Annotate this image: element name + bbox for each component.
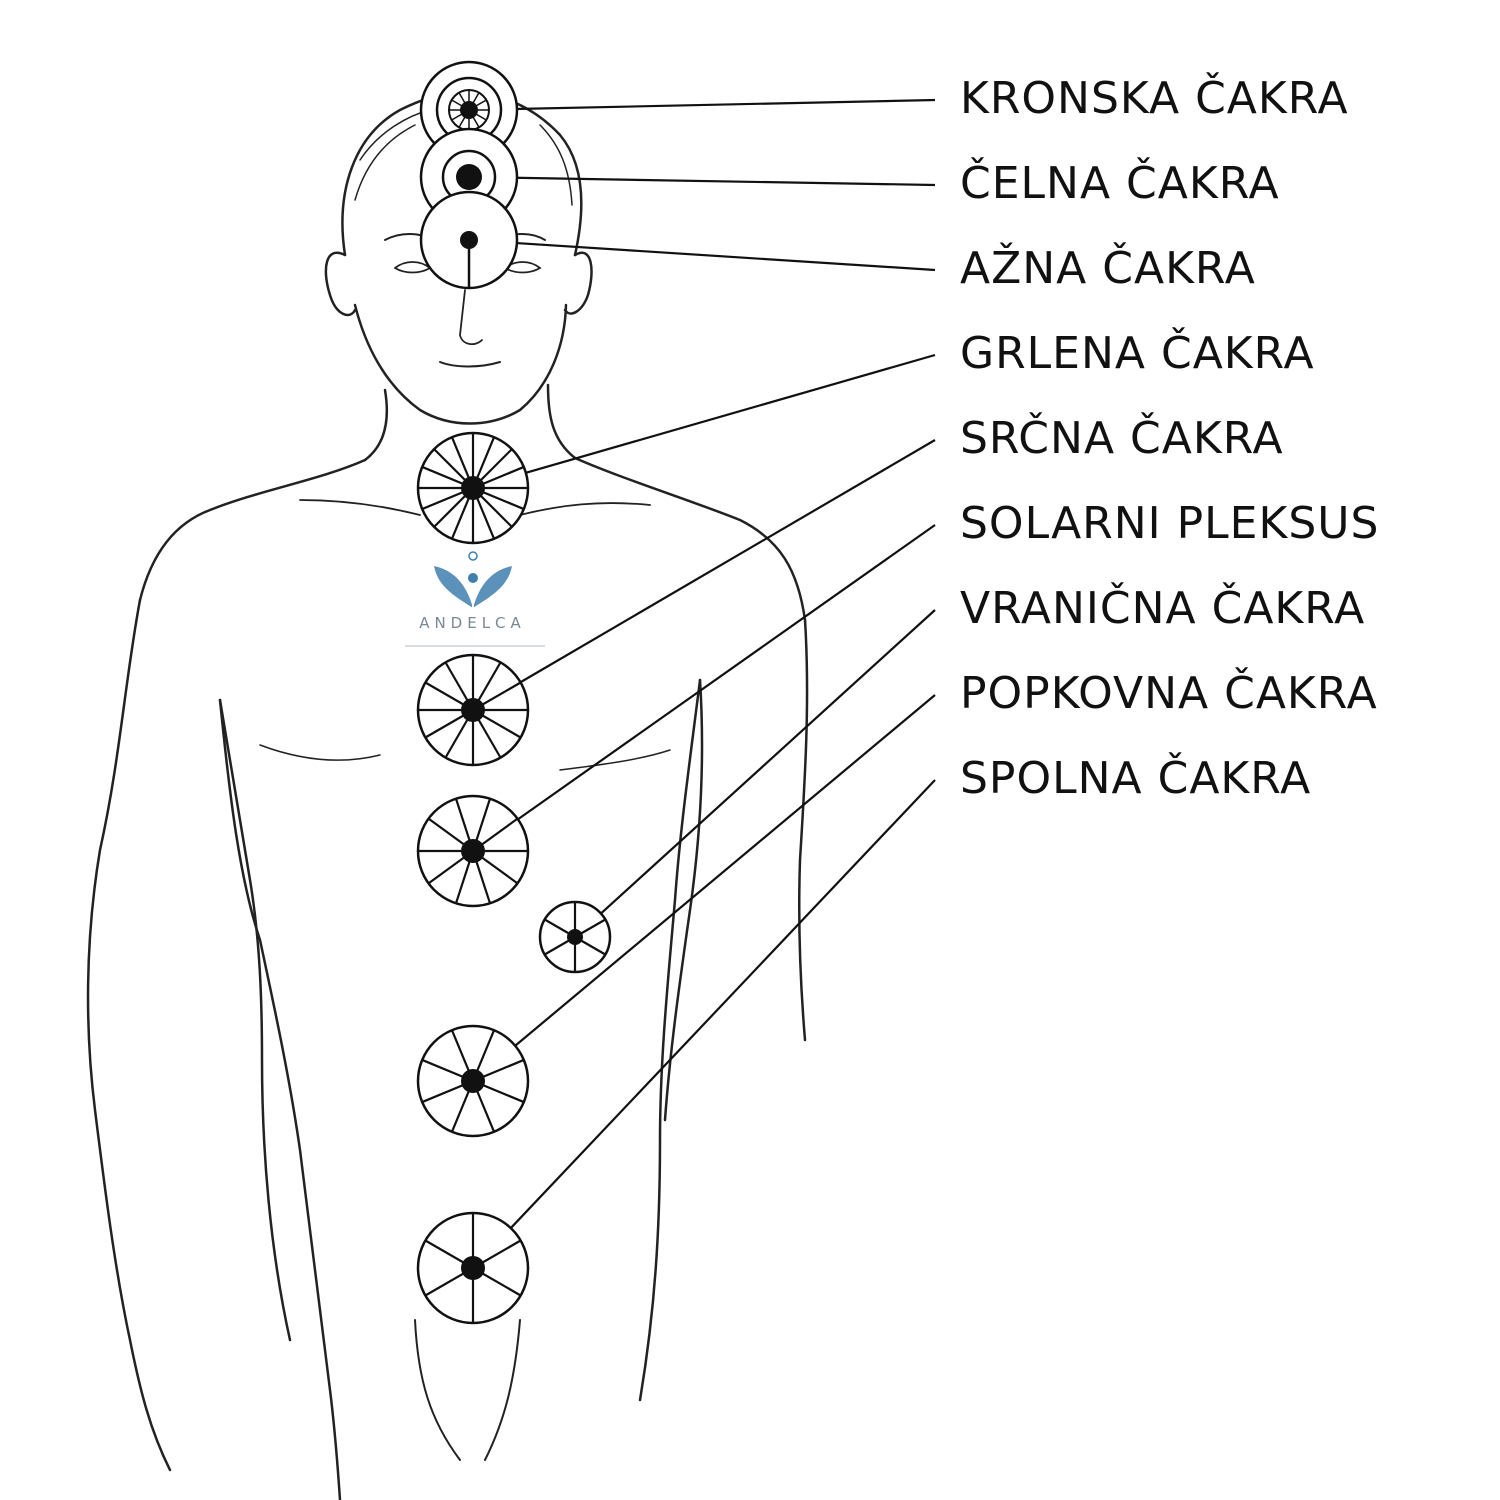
- shoulder-right: [573, 456, 807, 622]
- arm-right-outer: [797, 618, 809, 1042]
- leader-line-4: [522, 353, 936, 475]
- pectoral-left: [259, 744, 381, 761]
- kronska-chakra-symbol-ray-11: [472, 92, 480, 104]
- kronska-chakra-symbol-ray-3: [472, 116, 480, 128]
- leader-line-3: [514, 241, 936, 272]
- logo-text: ANDELCA: [419, 614, 526, 632]
- srcna-chakra-symbol-center: [461, 698, 485, 722]
- ear-left: [324, 251, 357, 317]
- torso-right: [638, 678, 702, 1402]
- vranicna-chakra-symbol-center: [567, 929, 583, 945]
- kronska-chakra-symbol-ray-9: [458, 92, 466, 104]
- leader-line-5: [517, 439, 936, 685]
- neck-left: [363, 388, 389, 462]
- kronska-chakra-symbol-ray-8: [451, 99, 463, 107]
- kronska-chakra-symbol-ray-12: [475, 99, 487, 107]
- kronska-chakra-symbol-ray-6: [451, 113, 463, 121]
- face-outline: [353, 303, 568, 425]
- torso-left: [218, 698, 292, 1342]
- leader-line-9: [508, 779, 936, 1231]
- label-popkovna: POPKOVNA ČAKRA: [960, 668, 1378, 719]
- label-spolna: SPOLNA ČAKRA: [960, 753, 1312, 804]
- azna-chakra-symbol-center: [460, 231, 478, 249]
- clavicles: [299, 499, 651, 516]
- label-grlena: GRLENA ČAKRA: [960, 328, 1315, 379]
- mouth: [439, 361, 501, 368]
- leader-line-8: [512, 694, 936, 1049]
- nose: [459, 289, 483, 346]
- label-azna: AŽNA ČAKRA: [960, 243, 1256, 294]
- logo-divider: [405, 645, 545, 647]
- kronska-chakra-symbol-ray-5: [458, 116, 466, 128]
- leader-line-1: [514, 98, 936, 111]
- shoulder-left: [138, 458, 367, 602]
- ear-right: [563, 251, 593, 315]
- kronska-chakra-symbol-ray-2: [475, 113, 487, 121]
- label-solarni-pleksus: SOLARNI PLEKSUS: [960, 498, 1380, 549]
- leader-line-2: [514, 176, 936, 187]
- popkovna-chakra-symbol-center: [461, 1069, 485, 1093]
- label-vranicna: VRANIČNA ČAKRA: [960, 583, 1366, 634]
- grlena-chakra-symbol-center: [461, 476, 485, 500]
- label-celna: ČELNA ČAKRA: [960, 158, 1280, 209]
- arm-left-outer: [86, 598, 172, 1472]
- leader-line-7: [598, 609, 936, 916]
- spolna-chakra-symbol-center: [461, 1256, 485, 1280]
- kronska-chakra-symbol-center: [460, 101, 478, 119]
- solarni-pleksus-symbol-center: [461, 839, 485, 863]
- groin: [414, 1319, 521, 1461]
- celna-chakra-symbol-center: [456, 164, 482, 190]
- neck-right: [546, 383, 577, 460]
- label-kronska: KRONSKA ČAKRA: [960, 73, 1349, 124]
- pectoral-right: [559, 749, 671, 771]
- arm-right-inner: [663, 678, 704, 1122]
- logo-icon: [434, 551, 512, 608]
- arm-left-inner: [218, 698, 342, 1500]
- leader-line-6: [515, 524, 936, 822]
- label-srcna: SRČNA ČAKRA: [960, 413, 1284, 464]
